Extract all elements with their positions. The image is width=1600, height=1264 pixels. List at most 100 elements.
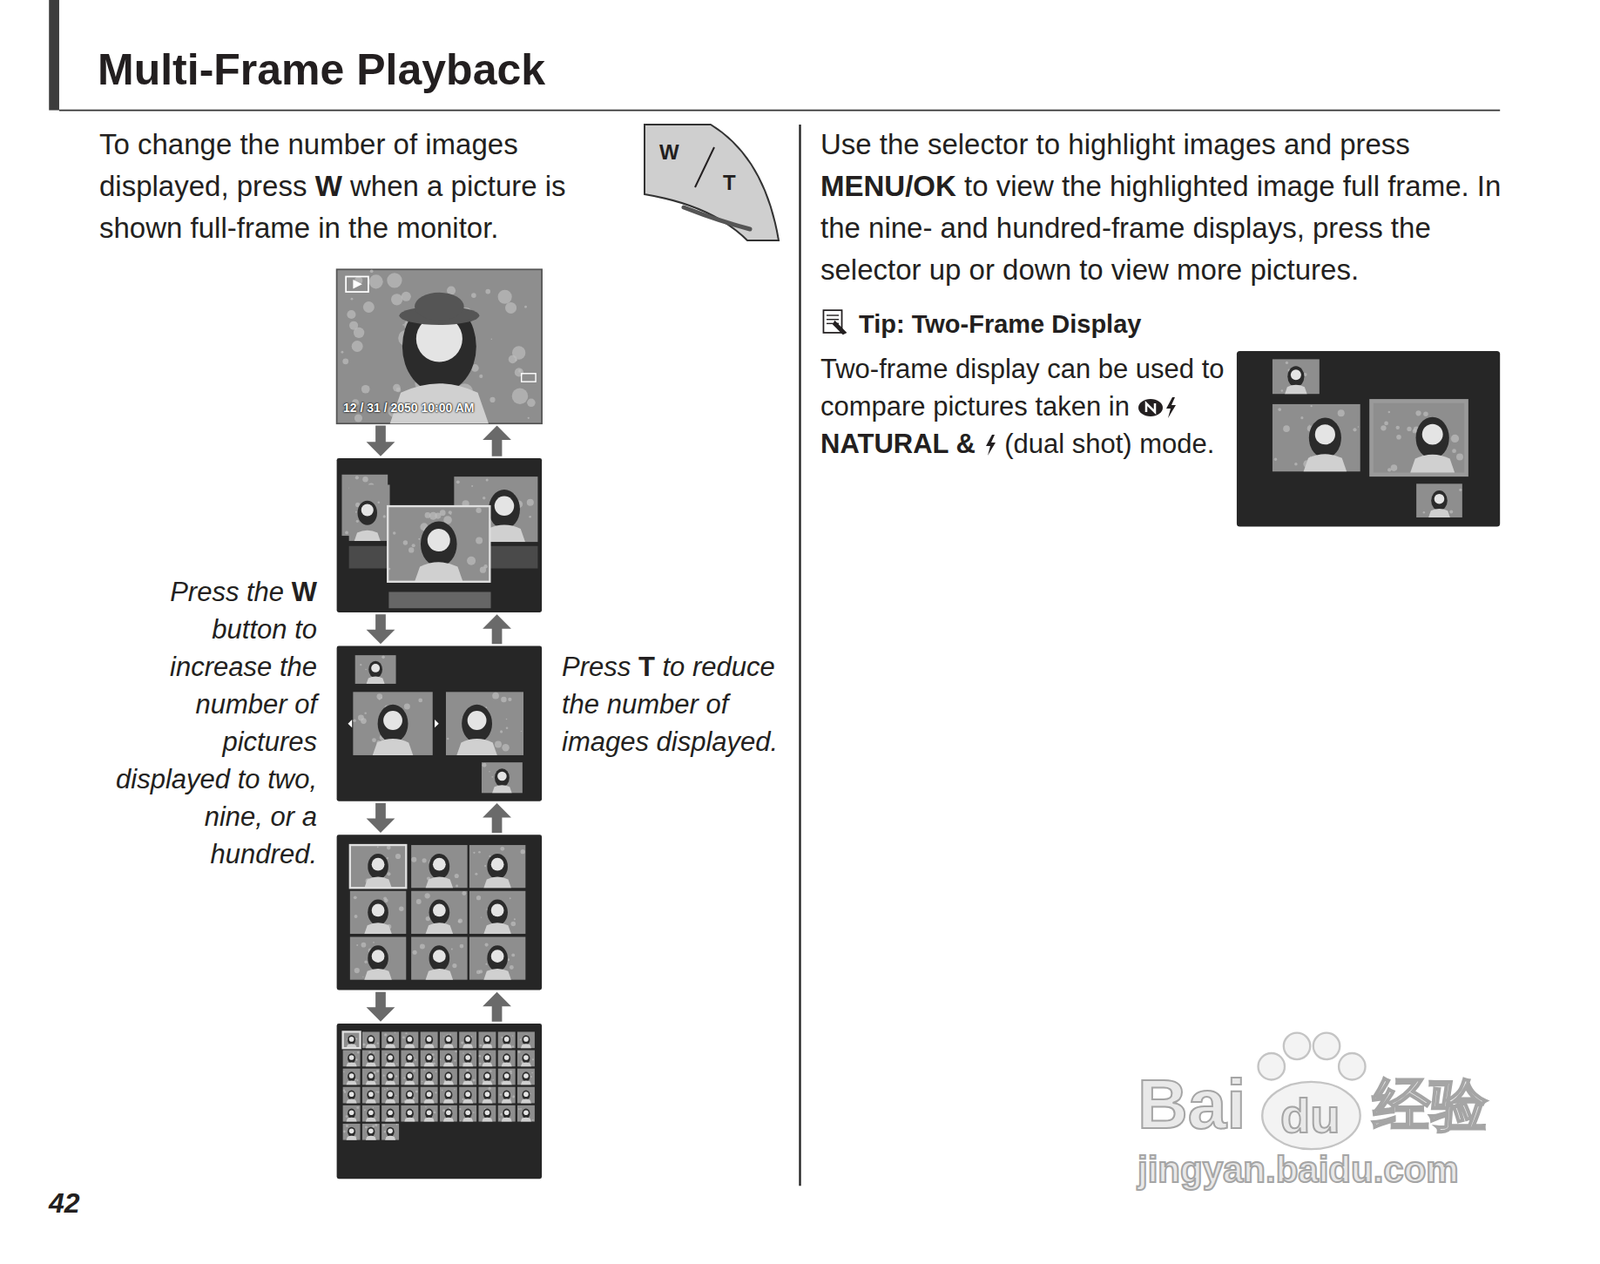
- speckle: [499, 1093, 502, 1095]
- photo-ground: [1416, 483, 1463, 518]
- intro-text: To change the number of images displayed…: [99, 123, 622, 250]
- speckle: [381, 655, 385, 660]
- speckle: [476, 895, 481, 900]
- speckle: [532, 1058, 534, 1060]
- face: [349, 1054, 355, 1060]
- photo-ground: [387, 506, 490, 582]
- body: [462, 1061, 473, 1067]
- face: [1315, 424, 1336, 445]
- photo-ground: [355, 654, 397, 684]
- hair: [464, 1034, 473, 1045]
- hair: [444, 1034, 453, 1045]
- body: [462, 1043, 473, 1048]
- photo: [381, 1105, 399, 1122]
- photo-ground: [420, 1086, 439, 1104]
- speckle: [395, 853, 401, 859]
- face: [368, 1091, 374, 1097]
- speckle: [459, 944, 465, 949]
- hair: [429, 899, 451, 926]
- text-run: jingyan.baidu.com: [1137, 1148, 1459, 1190]
- body: [481, 1080, 493, 1085]
- hair: [444, 1053, 453, 1063]
- photo-ground: [411, 891, 467, 934]
- photo-ground: [343, 1068, 361, 1086]
- photo-ground: [381, 1086, 399, 1104]
- photo-ground: [420, 1105, 439, 1122]
- speckle: [344, 1090, 347, 1094]
- scroll-mark: [434, 719, 439, 728]
- photo: [381, 1050, 399, 1067]
- photo: [439, 1050, 458, 1067]
- photo-ground: [362, 1086, 380, 1104]
- speckle: [475, 537, 483, 545]
- hair: [483, 1034, 492, 1045]
- speckle: [377, 500, 379, 503]
- speckle: [357, 714, 365, 721]
- face: [371, 663, 380, 673]
- photo-ground: [498, 1105, 516, 1122]
- photo-ground: [343, 1086, 361, 1104]
- photo: [400, 1050, 419, 1067]
- speckle: [443, 1035, 445, 1037]
- speckle: [403, 1076, 406, 1079]
- photo-ground: [420, 1050, 439, 1067]
- speckle: [501, 743, 509, 751]
- text-run: Press the: [169, 576, 284, 608]
- battery-icon: [521, 373, 536, 382]
- hair: [486, 853, 508, 880]
- speckle: [1415, 410, 1421, 416]
- speckle: [401, 291, 412, 302]
- face: [504, 1073, 510, 1079]
- hair: [444, 1071, 453, 1081]
- hair: [425, 1034, 433, 1045]
- body: [365, 1135, 377, 1141]
- body: [481, 1099, 493, 1104]
- body: [365, 1043, 377, 1048]
- body: [384, 1135, 396, 1141]
- photo-ground: [350, 891, 406, 934]
- face: [445, 1109, 452, 1115]
- speckle: [353, 895, 358, 899]
- speckle: [512, 388, 529, 406]
- speckle: [369, 274, 384, 289]
- face: [465, 1073, 471, 1079]
- photo-ground: [362, 1031, 380, 1048]
- tip-icon: [823, 310, 847, 335]
- speckle: [386, 1087, 389, 1090]
- hair: [1431, 490, 1448, 511]
- speckle: [342, 357, 349, 365]
- down-arrow: [366, 803, 396, 833]
- face: [491, 949, 505, 963]
- photo: [439, 1086, 458, 1104]
- body: [520, 1043, 532, 1048]
- body: [492, 784, 512, 793]
- caption: Press the W button to increase the numbe…: [111, 573, 318, 873]
- face: [445, 1036, 452, 1042]
- photo: [362, 1086, 380, 1104]
- photo-ground: [469, 844, 526, 888]
- speckle: [376, 1069, 379, 1073]
- speckle: [377, 845, 379, 848]
- speckle: [466, 556, 476, 566]
- photo-ground: [400, 1086, 419, 1104]
- face: [387, 1128, 393, 1135]
- speckle: [372, 1107, 374, 1108]
- body: [456, 738, 497, 756]
- body: [443, 1043, 454, 1048]
- photo-ground: [400, 1105, 419, 1122]
- highlight-frame: [343, 1031, 361, 1048]
- body: [365, 1080, 377, 1085]
- face: [368, 1128, 374, 1135]
- photo: [1272, 358, 1320, 394]
- face: [485, 1054, 491, 1060]
- speckle: [395, 1074, 398, 1077]
- speckle: [526, 398, 536, 408]
- button-label: W: [659, 140, 680, 165]
- body: [364, 876, 392, 888]
- hair: [367, 899, 389, 926]
- speckle: [499, 1113, 503, 1116]
- hair: [483, 1108, 492, 1119]
- speckle: [1274, 458, 1277, 461]
- speckle: [1277, 407, 1282, 412]
- body: [365, 1099, 377, 1104]
